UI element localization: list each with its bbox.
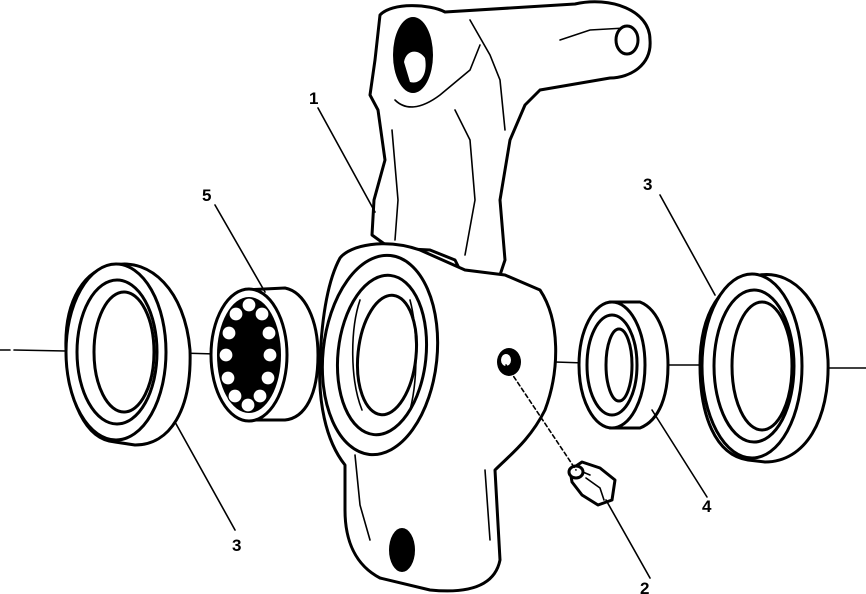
ball-bearing <box>209 286 320 423</box>
leader-lines <box>174 107 716 579</box>
steering-knuckle <box>318 0 652 593</box>
seal-left <box>64 262 192 447</box>
seal-right <box>698 272 830 464</box>
callout-3-left: 3 <box>232 536 241 555</box>
callout-3-right: 3 <box>643 175 652 194</box>
bearing-race <box>577 300 670 430</box>
callout-2: 2 <box>640 579 649 594</box>
callout-5: 5 <box>202 186 211 205</box>
callout-1: 1 <box>309 89 318 108</box>
callout-4: 4 <box>702 497 712 516</box>
grease-fitting <box>567 460 617 507</box>
